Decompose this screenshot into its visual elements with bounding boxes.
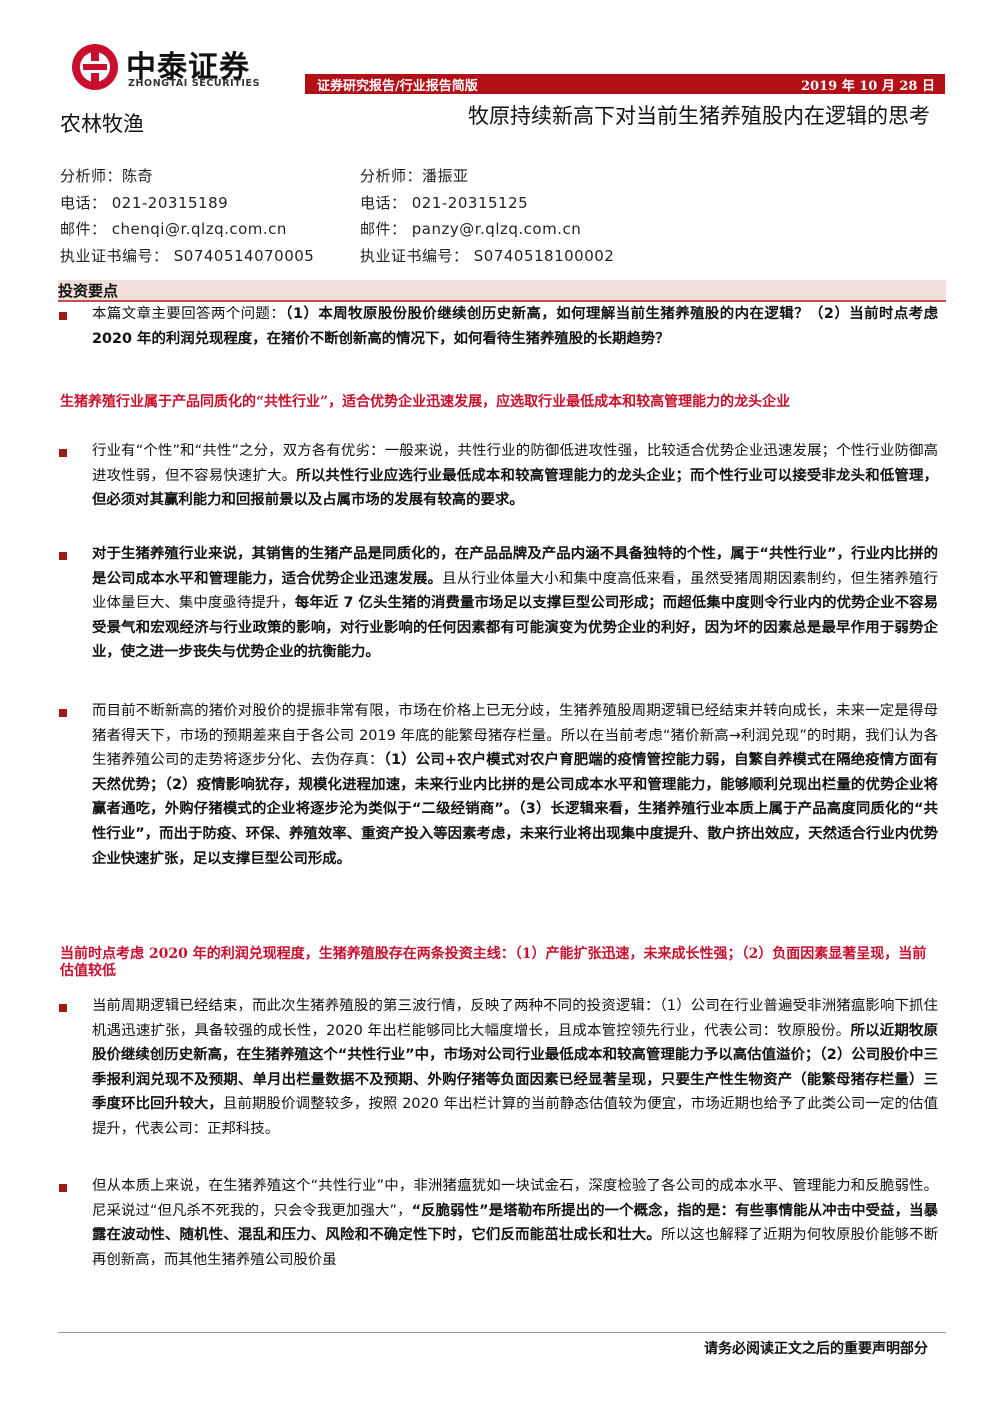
text-run: 当前周期逻辑已经结束，而此次生猪养殖股的第三波行情，反映了两种不同的投资逻辑：（…	[92, 998, 938, 1039]
analyst-2-email: 邮件： panzy@r.qlzq.com.cn	[360, 220, 582, 238]
square-bullet-icon	[59, 1184, 67, 1192]
square-bullet-icon	[59, 449, 67, 457]
bold-text-run: （2）公司股价中三季报利润兑现不及预期、单月出栏量数据不及预期、外购仔猪等负面因…	[92, 1047, 938, 1113]
section-heading-2: 当前时点考虑 2020 年的利润兑现程度，生猪养殖股存在两条投资主线：（1）产能…	[60, 946, 927, 979]
text-run: 且从行业体量大小和集中度高低来看，虽然受猪周期因素制约，但生猪养殖行业体量巨大、…	[92, 570, 938, 612]
logo-chinese-name: 中泰证券	[126, 50, 250, 85]
footer-divider	[58, 1332, 946, 1333]
paragraph-antifragility: 但从本质上来说，在生猪养殖这个“共性行业”中，非洲猪瘟犹如一块试金石，深度检验了…	[92, 1174, 938, 1272]
paragraph-intro: 本篇文章主要回答两个问题：（1）本周牧原股份股价继续创历史新高，如何理解当前生猪…	[92, 302, 938, 351]
logo-english-name: ZHONGTAI SECURITIES	[128, 78, 261, 89]
paragraph-pig-price: 而目前不断新高的猪价对股价的提振非常有限，市场在价格上已无分歧，生猪养殖股周期逻…	[92, 699, 938, 871]
section-title: 投资要点	[58, 282, 119, 300]
analyst-1-phone: 电话： 021-20315189	[60, 194, 229, 212]
report-type-label: 证券研究报告/行业报告简版	[317, 79, 478, 94]
paragraph-pig-farming: 对于生猪养殖行业来说，其销售的生猪产品是同质化的，在产品品牌及产品内涵不具备独特…	[92, 542, 938, 665]
square-bullet-icon	[59, 1004, 67, 1012]
company-logo: 中泰证券 ZHONGTAI SECURITIES	[70, 40, 290, 96]
investment-highlights-header: 投资要点	[58, 280, 946, 302]
section-heading-1: 生猪养殖行业属于产品同质化的“共性行业”，适合优势企业迅速发展，应选取行业最低成…	[60, 394, 791, 410]
square-bullet-icon	[59, 709, 67, 717]
analyst-1-email: 邮件： chenqi@r.qlzq.com.cn	[60, 220, 287, 238]
bold-text-run: 每年近 7 亿头生猪的消费量市场足以支撑巨型公司形成；而超低集中度则令行业内的优…	[92, 595, 938, 661]
analyst-1-name: 分析师：陈奇	[60, 167, 154, 185]
text-run: 但从本质上来说，在生猪养殖这个“共性行业”中，非洲猪瘟犹如一块试金石，深度检验了…	[92, 1178, 938, 1219]
paragraph-industry-types: 行业有“个性”和“共性”之分，双方各有优劣：一般来说，共性行业的防御低进攻性强，…	[92, 439, 938, 513]
bold-text-run: 所以共性行业应选行业最低成本和较高管理能力的龙头企业；而个性行业可以接受非龙头和…	[92, 467, 938, 509]
text-run: 行业有“个性”和“共性”之分，双方各有优劣：一般来说，共性行业的防御低进攻性强，…	[92, 443, 938, 484]
analyst-2-phone: 电话： 021-20315125	[360, 194, 529, 212]
square-bullet-icon	[59, 312, 67, 320]
bold-text-run: 对于生猪养殖行业来说，其销售的生猪产品是同质化的，在产品品牌及产品内涵不具备独特…	[92, 546, 938, 587]
analyst-2-cert: 执业证书编号： S0740518100002	[360, 247, 615, 265]
analyst-1-cert: 执业证书编号： S0740514070005	[60, 247, 315, 265]
bold-text-run: （1）本周牧原股份股价继续创历史新高，如何理解当前生猪养殖股的内在逻辑？（2）当…	[92, 306, 938, 347]
report-date: 2019 年 10 月 28 日	[801, 79, 935, 94]
bold-text-run: “反脆弱性”是塔勒布所提出的一个概念，指的是：有些事情能从冲击中受益，当暴露在波…	[92, 1202, 939, 1244]
report-title: 牧原持续新高下对当前生猪养殖股内在逻辑的思考	[468, 104, 930, 128]
analyst-2-name: 分析师：潘振亚	[360, 167, 469, 185]
square-bullet-icon	[59, 552, 67, 560]
paragraph-investment-logic: 当前周期逻辑已经结束，而此次生猪养殖股的第三波行情，反映了两种不同的投资逻辑：（…	[92, 994, 938, 1142]
text-run: 所以这也解释了近期为何牧原股价能够不断再创新高，而其他生猪养殖公司股价虽	[92, 1227, 938, 1268]
text-run: 且前期股价调整较多，按照 2020 年出栏计算的当前静态估值较为便宜，市场近期也…	[92, 1096, 938, 1137]
zhongtai-logo-icon	[72, 44, 118, 90]
text-run: 本篇文章主要回答两个问题：	[92, 306, 286, 322]
report-type-bar: 证券研究报告/行业报告简版 2019 年 10 月 28 日	[305, 74, 945, 94]
sector-label: 农林牧渔	[60, 112, 144, 136]
bold-text-run: （1）公司+农户模式对农户育肥端的疫情管控能力弱，自繁自养模式在隔绝疫情方面有天…	[92, 752, 938, 867]
bold-text-run: 所以近期牧原股价继续创历史新高，在生猪养殖这个“共性行业”中，市场对公司行业最低…	[92, 1022, 938, 1064]
footer-disclaimer: 请务必阅读正文之后的重要声明部分	[704, 1341, 928, 1357]
text-run: 而目前不断新高的猪价对股价的提振非常有限，市场在价格上已无分歧，生猪养殖股周期逻…	[92, 703, 938, 769]
